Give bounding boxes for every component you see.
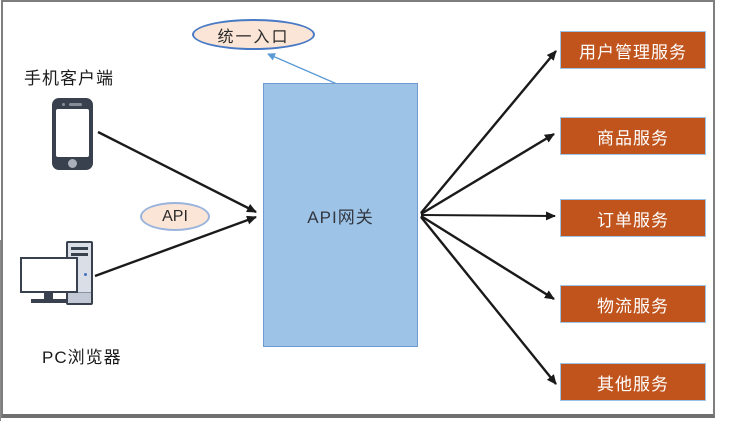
pc-power-dot bbox=[84, 273, 87, 276]
pc-tower-vent bbox=[71, 247, 88, 250]
phone-camera-dot bbox=[62, 103, 65, 106]
phone-home-button bbox=[68, 159, 77, 168]
phone-screen bbox=[56, 109, 89, 157]
pc-monitor-stand bbox=[44, 293, 53, 299]
page-frame bbox=[1, 0, 715, 418]
service-node-product: 商品服务 bbox=[560, 117, 706, 155]
pc-tower-vent bbox=[71, 253, 88, 256]
pc-tower-base bbox=[68, 292, 91, 303]
pc-monitor bbox=[20, 257, 78, 293]
pc-monitor-base bbox=[31, 299, 66, 303]
service-node-logistics: 物流服务 bbox=[560, 285, 706, 323]
service-node-order: 订单服务 bbox=[560, 199, 706, 237]
desktop-computer-icon bbox=[18, 240, 98, 306]
api-gateway-node: API网关 bbox=[263, 83, 418, 347]
page-frame-left-edge bbox=[0, 240, 1, 421]
smartphone-icon bbox=[52, 98, 93, 170]
service-node-other: 其他服务 bbox=[560, 363, 706, 401]
mobile-client-label: 手机客户端 bbox=[24, 69, 114, 88]
unified-entry-annotation: 统一入口 bbox=[192, 19, 315, 50]
pc-browser-label: PC浏览器 bbox=[42, 348, 122, 367]
service-node-user-management: 用户管理服务 bbox=[560, 31, 706, 69]
phone-speaker bbox=[69, 103, 82, 106]
api-annotation: API bbox=[140, 202, 210, 231]
